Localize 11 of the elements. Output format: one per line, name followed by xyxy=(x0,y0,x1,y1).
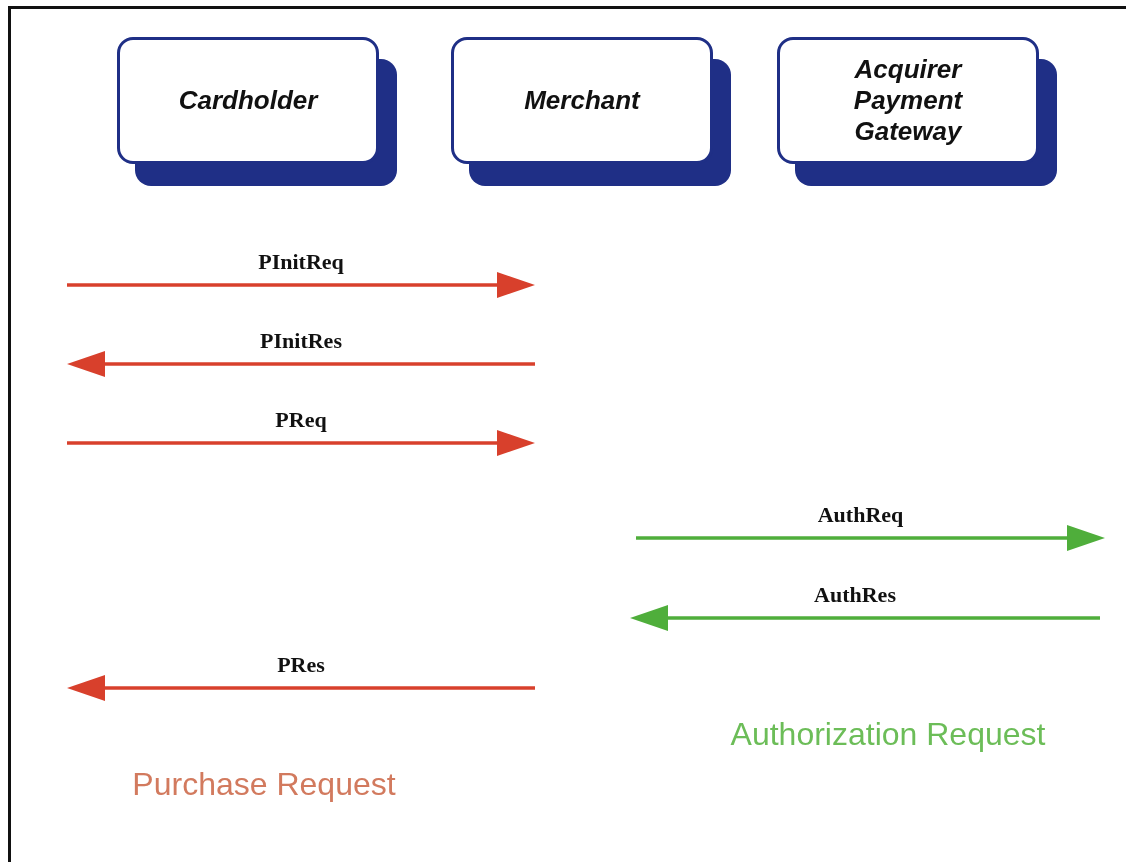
phase-label: Purchase Request xyxy=(132,766,396,803)
participant-box: Merchant xyxy=(451,37,713,164)
message-label: PInitReq xyxy=(258,249,344,275)
message-label: PReq xyxy=(275,407,327,433)
message-label: PInitRes xyxy=(260,328,342,354)
phase-label: Authorization Request xyxy=(730,716,1046,753)
message-label: PRes xyxy=(277,652,325,678)
participant-box: Acquirer Payment Gateway xyxy=(777,37,1039,164)
participant-box: Cardholder xyxy=(117,37,379,164)
message-label: AuthReq xyxy=(817,502,904,528)
message-label: AuthRes xyxy=(814,582,896,608)
